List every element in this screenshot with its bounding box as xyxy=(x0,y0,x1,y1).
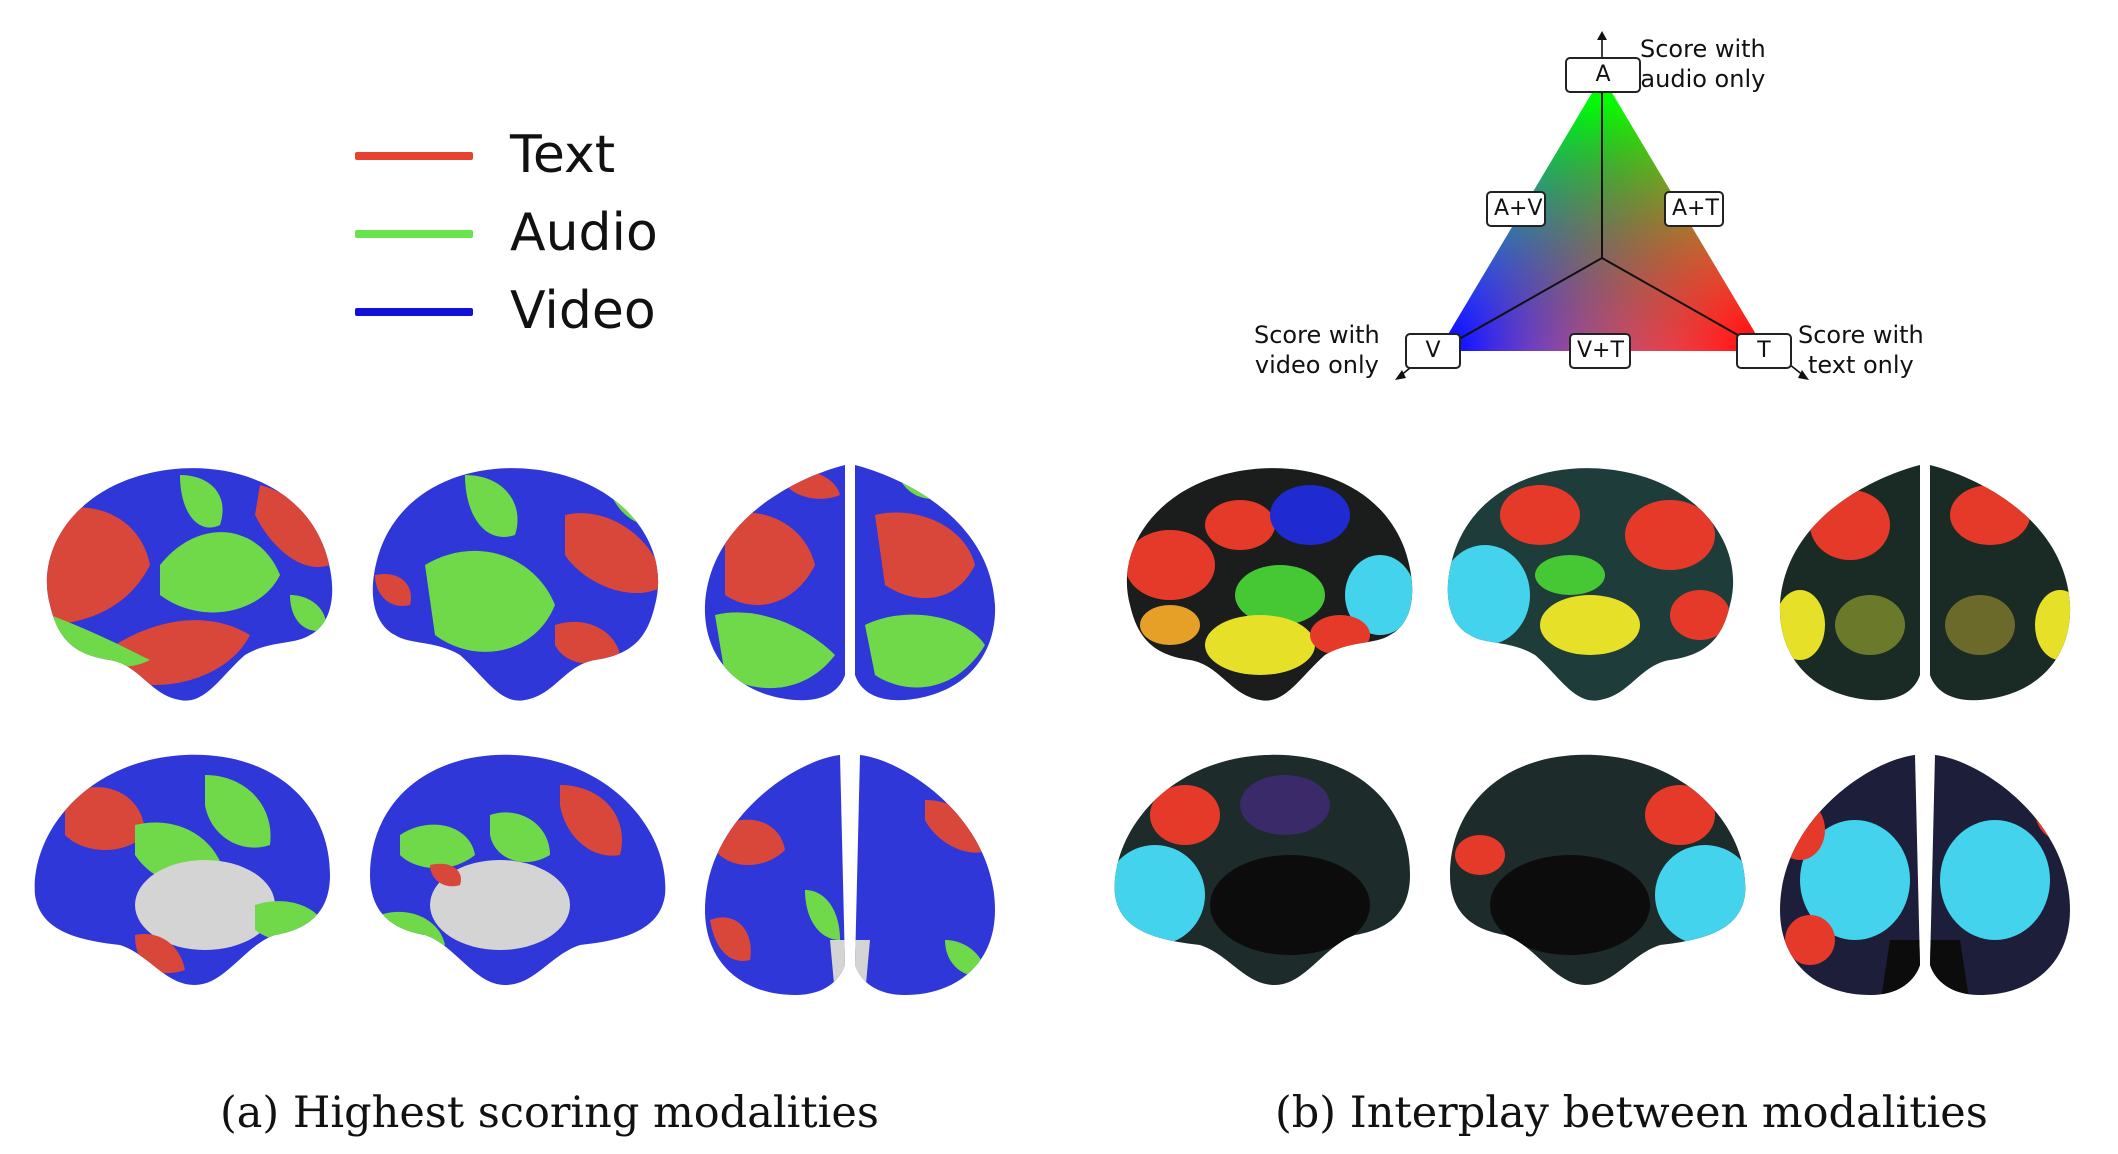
caption-panel-b: (b) Interplay between modalities xyxy=(1275,1088,1988,1138)
panel-a-left-medial-brain xyxy=(34,754,331,985)
legend-label-text: Text xyxy=(510,125,616,185)
note-video-only: Score with video only xyxy=(1254,320,1380,380)
triangle-axis-video xyxy=(1437,257,1603,352)
legend-swatch-text xyxy=(355,152,473,160)
note-text-line-1: Score with xyxy=(1798,321,1924,349)
panel-b-posterior-brain xyxy=(1779,465,2071,701)
caption-panel-a: (a) Highest scoring modalities xyxy=(220,1088,879,1138)
legend-item-text: Text xyxy=(355,120,755,190)
note-video-line-2: video only xyxy=(1254,351,1379,379)
note-audio-line-1: Score with xyxy=(1640,35,1766,63)
panel-b-left-medial-brain xyxy=(1114,754,1411,985)
note-text-only: Score with text only xyxy=(1798,320,1924,380)
legend-label-video: Video xyxy=(510,281,656,341)
panel-a-left-lateral-brain xyxy=(46,468,333,701)
note-video-line-1: Score with xyxy=(1254,321,1380,349)
legend-swatch-audio xyxy=(355,230,473,238)
panel-b-right-lateral-brain xyxy=(1447,468,1734,701)
panel-b-anterior-brain xyxy=(1780,755,2070,995)
vertex-v-box: V xyxy=(1405,333,1461,369)
vertex-a-box: A xyxy=(1565,57,1641,93)
vertex-t-box: T xyxy=(1736,333,1792,369)
legend-item-audio: Audio xyxy=(355,198,755,268)
triangle-color-key: A V T A+V A+T V+T Score with audio only … xyxy=(1240,28,1940,398)
legend-item-video: Video xyxy=(355,276,755,346)
edge-at-box: A+T xyxy=(1664,191,1724,227)
panel-a-right-medial-brain xyxy=(370,754,666,985)
edge-vt-box: V+T xyxy=(1569,333,1631,369)
panel-a-anterior-brain xyxy=(705,755,995,995)
panel-b-left-lateral-brain xyxy=(1126,468,1413,701)
panel-a-right-lateral-brain xyxy=(372,468,659,701)
edge-av-box: A+V xyxy=(1486,191,1546,227)
note-text-line-2: text only xyxy=(1808,351,1914,379)
legend-swatch-video xyxy=(355,308,473,316)
note-audio-line-2: audio only xyxy=(1640,65,1766,93)
note-audio-only: Score with audio only xyxy=(1640,34,1766,94)
panel-b-right-medial-brain xyxy=(1450,754,1746,985)
triangle-fill xyxy=(1438,76,1766,351)
legend-label-audio: Audio xyxy=(510,203,658,263)
panel-a-posterior-brain xyxy=(704,465,996,701)
